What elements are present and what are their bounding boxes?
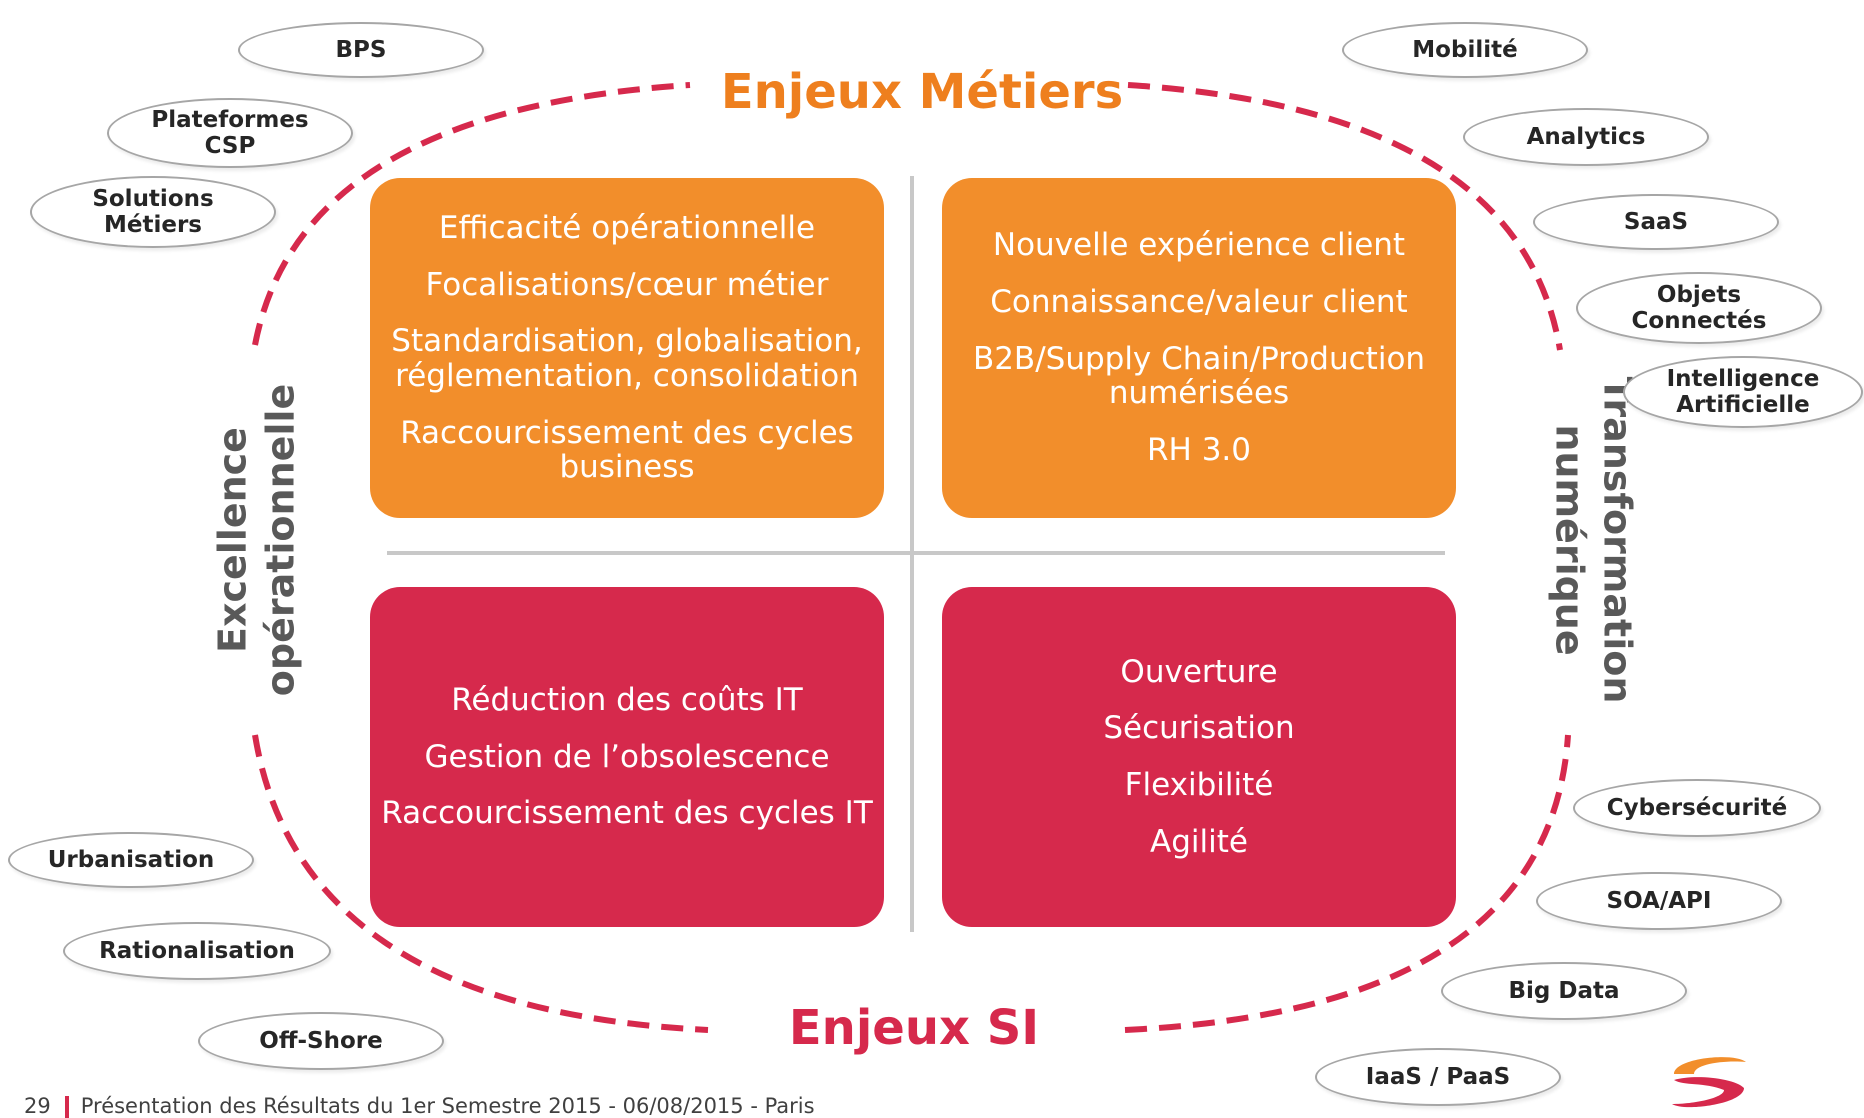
bubble-analytics: Analytics [1463,108,1709,166]
dashed-arc-top-right [1127,82,1563,351]
label-transformation-line2: numérique [1548,424,1592,656]
bubble-cybersecurite: Cybersécurité [1573,779,1821,837]
bubble-rationalisation: Rationalisation [63,922,331,980]
quadrant-item: Standardisation, globalisation, réglemen… [391,323,863,394]
label-excellence-operationnelle: Excellence opérationnelle [210,384,305,696]
quadrant-bottom-right: Ouverture Sécurisation Flexibilité Agili… [942,587,1456,927]
quadrant-top-right: Nouvelle expérience client Connaissance/… [942,178,1456,518]
label-excellence-line2: opérationnelle [258,383,302,697]
quadrant-item: Gestion de l’obsolescence [424,738,830,775]
quadrant-item: Raccourcissement des cycles business [400,414,854,486]
quadrant-item: Focalisations/cœur métier [425,266,829,303]
bubble-saas: SaaS [1533,194,1779,250]
quadrant-bottom-left: Réduction des coûts IT Gestion de l’obso… [370,587,884,927]
bubble-bps: BPS [238,22,484,78]
label-transformation-line1: Transformation [1595,376,1640,704]
dashed-arc-bottom-right [1124,734,1571,1033]
label-transformation-numerique: Transformation numérique [1546,377,1641,704]
quadrant-item: RH 3.0 [1146,432,1251,469]
sopra-logo-icon [1672,1057,1746,1108]
quadrant-item: Réduction des coûts IT [451,681,803,718]
bubble-intelligence-artificielle: Intelligence Artificielle [1623,356,1863,428]
quadrant-item: B2B/Supply Chain/Production numérisées [972,340,1426,412]
quadrant-item: Flexibilité [1124,767,1274,803]
bubble-objets-connectes: Objets Connectés [1576,272,1822,344]
dashed-arc-top [252,82,691,346]
quadrant-item: Sécurisation [1103,710,1295,747]
label-excellence-line1: Excellence [210,427,255,653]
quadrant-item: Ouverture [1120,653,1278,690]
bubble-big-data: Big Data [1441,962,1687,1020]
quadrant-item: Raccourcissement des cycles IT [381,795,873,832]
title-enjeux-si: Enjeux SI [788,1000,1040,1056]
dashed-arc-bottom-left [252,734,709,1033]
quadrant-item: Agilité [1150,823,1248,860]
quadrant-item: Connaissance/valeur client [990,283,1408,320]
bubble-plateformes-csp: Plateformes CSP [107,98,353,168]
quadrant-item: Efficacité opérationnelle [438,209,816,246]
quadrant-item: Nouvelle expérience client [992,227,1406,264]
bubble-soa-api: SOA/API [1536,872,1782,930]
title-enjeux-metiers: Enjeux Métiers [720,64,1124,120]
bubble-urbanisation: Urbanisation [8,832,254,888]
footer-text: Présentation des Résultats du 1er Semest… [80,1094,815,1118]
bubble-off-shore: Off-Shore [198,1012,444,1070]
bubble-iaas-paas: IaaS / PaaS [1315,1048,1561,1106]
footer: 29 Présentation des Résultats du 1er Seme… [24,1094,815,1118]
quadrant-top-left: Efficacité opérationnelle Focalisations/… [370,178,884,518]
footer-divider [64,1096,69,1118]
footer-page-number: 29 [24,1094,51,1118]
bubble-solutions-metiers: Solutions Métiers [30,176,276,248]
bubble-mobilite: Mobilité [1342,22,1588,78]
